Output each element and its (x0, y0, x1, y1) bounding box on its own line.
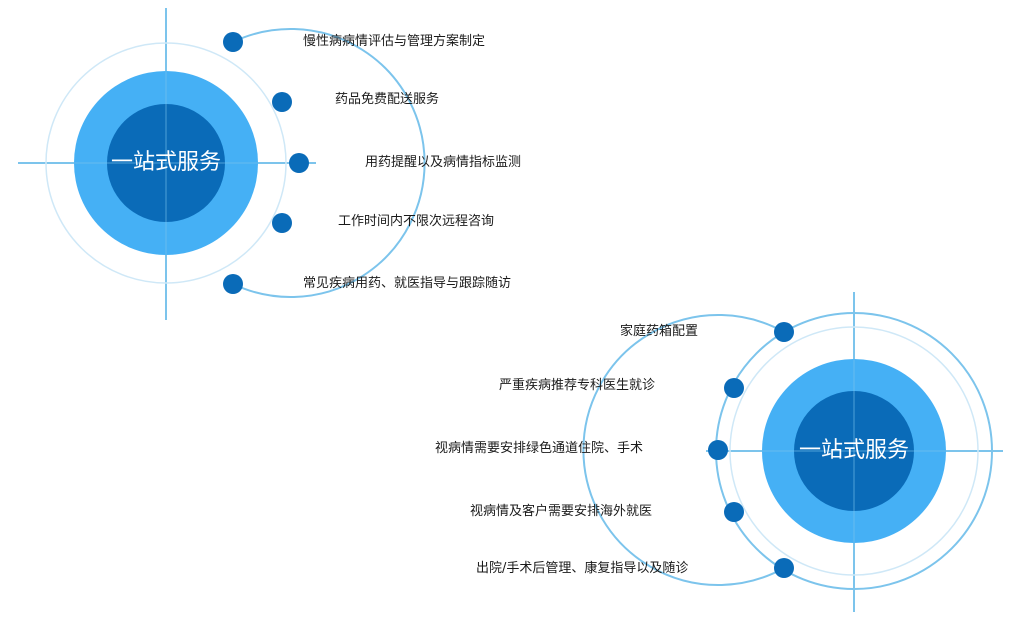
left-hub-title: 一站式服务 (110, 150, 221, 175)
left-dot-5 (223, 274, 243, 294)
left-item-4: 工作时间内不限次远程咨询 (338, 214, 495, 229)
right-dot-4 (724, 502, 744, 522)
left-item-3: 用药提醒以及病情指标监测 (365, 155, 522, 170)
right-hub-title: 一站式服务 (798, 438, 909, 463)
left-dot-2 (272, 92, 292, 112)
left-outer-ring (232, 28, 426, 298)
left-item-2: 药品免费配送服务 (335, 92, 440, 107)
right-item-1: 家庭药箱配置 (620, 324, 699, 339)
right-item-2: 严重疾病推荐专科医生就诊 (499, 378, 656, 393)
right-dot-1 (774, 322, 794, 342)
right-item-5: 出院/手术后管理、康复指导以及随诊 (476, 561, 689, 576)
left-dot-1 (223, 32, 243, 52)
left-inner-ring (45, 42, 287, 284)
right-hub (582, 292, 1003, 612)
left-item-1: 慢性病病情评估与管理方案制定 (303, 34, 486, 49)
right-inner-ring (729, 326, 979, 576)
right-dot-5 (774, 558, 794, 578)
right-item-3: 视病情需要安排绿色通道住院、手术 (435, 441, 644, 456)
left-dot-4 (272, 213, 292, 233)
left-dot-3 (289, 153, 309, 173)
left-item-5: 常见疾病用药、就医指导与跟踪随访 (303, 276, 512, 291)
left-hub (18, 8, 426, 320)
right-item-4: 视病情及客户需要安排海外就医 (470, 504, 653, 519)
right-outer-ring (582, 314, 785, 586)
right-dot-2 (724, 378, 744, 398)
right-dot-3 (708, 440, 728, 460)
